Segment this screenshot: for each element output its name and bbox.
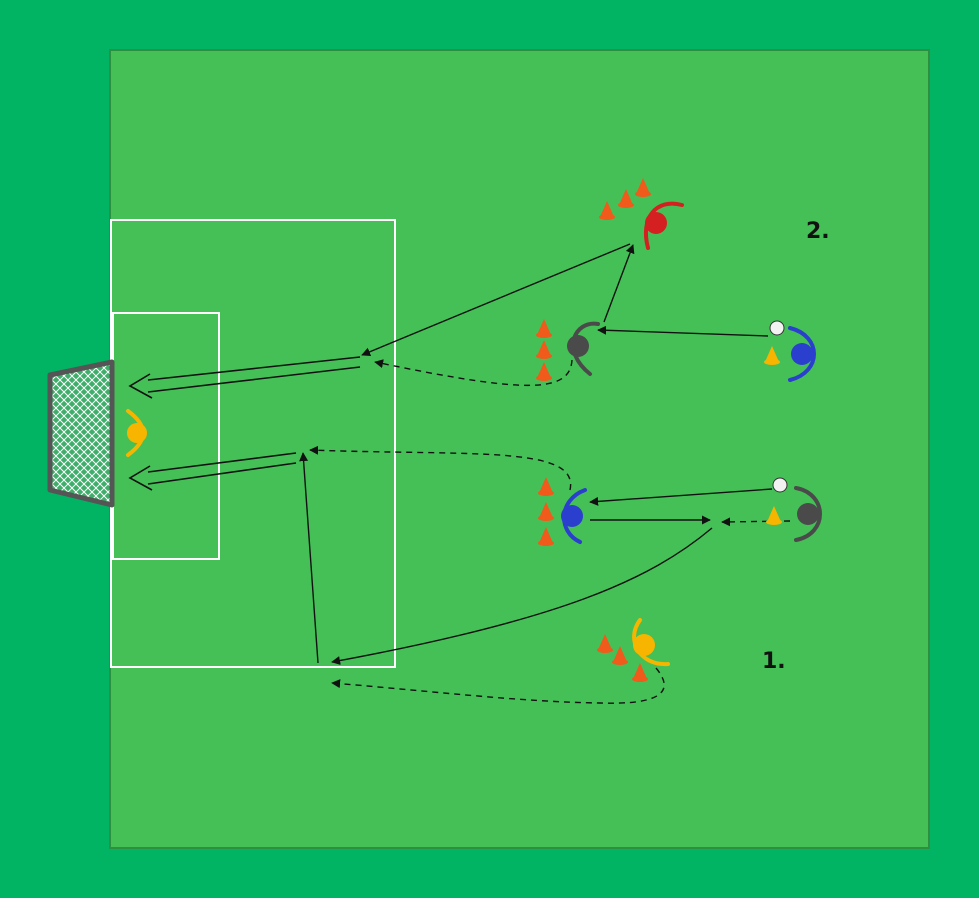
player-icon-blue-lower xyxy=(561,488,587,544)
player-icon-blue-upper xyxy=(788,326,816,382)
pass-arrow xyxy=(603,244,635,323)
pitch xyxy=(109,49,930,849)
player-icon-red xyxy=(643,201,684,250)
goalkeeper-player-icon xyxy=(126,409,147,457)
run-arrow xyxy=(374,359,573,387)
goal-icon xyxy=(47,359,115,508)
pass-arrow xyxy=(597,325,769,337)
pass-arrow xyxy=(331,527,713,665)
run-arrow xyxy=(309,445,572,491)
ball-icon xyxy=(769,320,785,336)
drill-label-two: 2. xyxy=(806,219,830,244)
player-icon-dark-upper xyxy=(567,321,600,376)
pass-arrow xyxy=(299,452,319,664)
shot-arrow-upper xyxy=(128,356,361,399)
drill-label-one: 1. xyxy=(762,649,786,674)
player-icon-yellow xyxy=(632,618,670,667)
ball-icon xyxy=(772,477,788,493)
player-icon-dark-lower xyxy=(794,486,822,542)
pass-arrow xyxy=(589,488,773,506)
run-arrow xyxy=(331,667,665,704)
pass-arrow xyxy=(361,243,631,357)
shot-arrow-lower xyxy=(128,452,297,491)
